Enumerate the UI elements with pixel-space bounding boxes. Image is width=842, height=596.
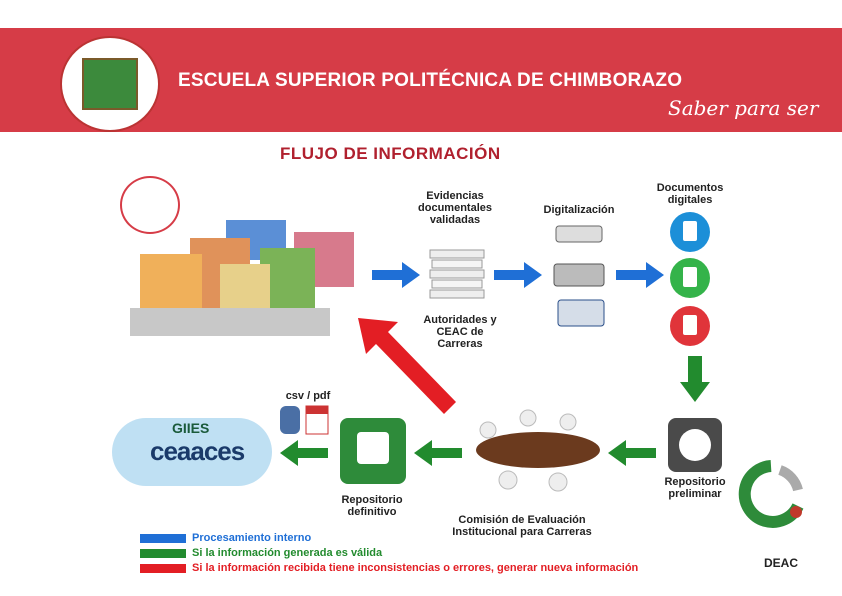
digitalizacion-label: Digitalización (534, 204, 624, 216)
legend-swatch-green (140, 549, 186, 558)
document-stack-icon (428, 244, 488, 308)
legend-swatch-blue (140, 534, 186, 543)
red-arrow-feedback (352, 312, 462, 422)
evidencias-line-2: documentales (410, 202, 500, 214)
green-arrow-left-3 (280, 440, 330, 466)
csv-pdf-label: csv / pdf (278, 390, 338, 402)
blue-arrow-1 (372, 262, 422, 288)
legend-label-blue: Procesamiento interno (192, 532, 311, 544)
blue-arrow-2 (494, 262, 544, 288)
blue-document-icon (670, 212, 710, 252)
evidencias-line-1: Evidencias (410, 190, 500, 202)
green-arrow-down (680, 356, 710, 402)
green-arrow-left-1 (608, 440, 658, 466)
repositorio-preliminar-icon (668, 418, 722, 472)
documentos-digitales-label: Documentos digitales (650, 182, 730, 206)
repositorio-definitivo-icon (340, 418, 406, 484)
campus-buildings-illustration (130, 212, 370, 342)
repo-pre-line-1: Repositorio (655, 476, 735, 488)
evidencias-label: Evidencias documentales validadas (410, 190, 500, 226)
repo-pre-line-2: preliminar (655, 488, 735, 500)
repo-def-line-2: definitivo (332, 506, 412, 518)
legend-label-red: Si la información recibida tiene inconsi… (192, 562, 638, 574)
giies-logo-text: GIIES (172, 420, 209, 436)
blue-arrow-3 (616, 262, 666, 288)
red-document-icon (670, 306, 710, 346)
deac-label: DEAC (764, 556, 798, 570)
comision-line-1: Comisión de Evaluación (432, 514, 612, 526)
repositorio-preliminar-label: Repositorio preliminar (655, 476, 735, 500)
motto: Saber para ser (668, 96, 818, 120)
comision-line-2: Institucional para Carreras (432, 526, 612, 538)
legend-label-green: Si la información generada es válida (192, 547, 382, 559)
scanner-devices-icon (552, 220, 612, 330)
commission-meeting-illustration (468, 400, 608, 500)
repositorio-definitivo-label: Repositorio definitivo (332, 494, 412, 518)
diagram-title: FLUJO DE INFORMACIÓN (280, 144, 501, 164)
csv-pdf-icons (278, 404, 332, 436)
green-arrow-left-2 (414, 440, 464, 466)
seal-emblem-icon (82, 58, 138, 110)
repo-def-line-1: Repositorio (332, 494, 412, 506)
institution-name: ESCUELA SUPERIOR POLITÉCNICA DE CHIMBORA… (178, 70, 682, 92)
documentos-line-2: digitales (650, 194, 730, 206)
legend-swatch-red (140, 564, 186, 573)
deac-logo (736, 460, 806, 550)
comision-label: Comisión de Evaluación Institucional par… (432, 514, 612, 538)
documentos-line-1: Documentos (650, 182, 730, 194)
evidencias-line-3: validadas (410, 214, 500, 226)
green-document-icon (670, 258, 710, 298)
ceaaces-logo-text: ceaaces (150, 436, 244, 467)
